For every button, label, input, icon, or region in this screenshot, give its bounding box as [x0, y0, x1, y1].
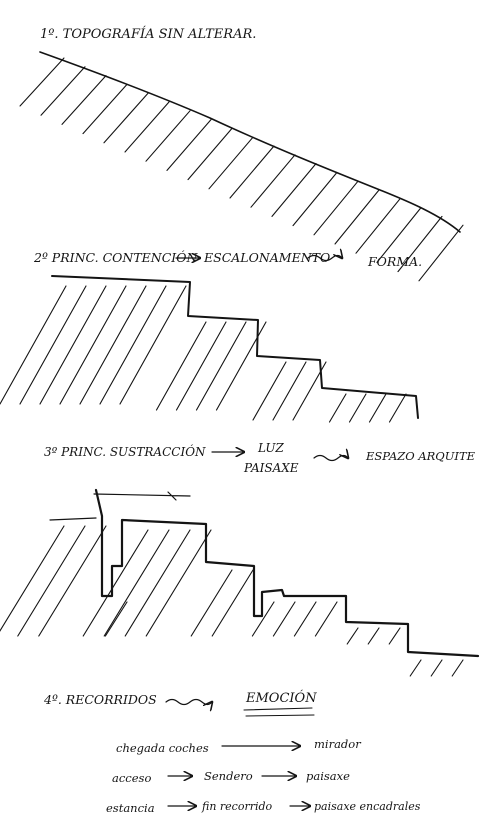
step-4-heading-row: 4º. RECORRIDOS EMOCIÓN: [43, 689, 317, 716]
flow-to: paisaxe encadrales: [314, 800, 421, 813]
step-3-target-line1: LUZ: [257, 441, 284, 455]
wavy-arrow-icon: [166, 700, 212, 705]
hatch-stroke: [188, 128, 232, 179]
hatch-stroke: [104, 93, 148, 143]
hatch-stroke: [100, 286, 166, 404]
step-2-arrow1-target: ESCALONAMENTO: [203, 250, 330, 265]
step-3-carved-section: [0, 490, 478, 676]
hatch-stroke: [209, 137, 253, 189]
step-3-heading-row: 3º PRINC. SUSTRACCIÓN LUZ PAISAXE ESPAZO…: [44, 441, 476, 475]
step-3-heading: 3º PRINC. SUSTRACCIÓN: [44, 443, 206, 459]
hatch-stroke: [0, 526, 64, 636]
hatch-stroke: [335, 190, 379, 244]
hatch-stroke: [330, 394, 347, 422]
step-2-heading-row: 2º PRINC. CONTENCIÓN ESCALONAMENTO FORMA…: [33, 249, 422, 269]
hatch-stroke: [20, 58, 64, 106]
hatch-stroke: [410, 660, 421, 676]
hatch-stroke: [230, 146, 274, 198]
flow-row: estancia fin recorrido paisaxe encadrale…: [106, 800, 421, 815]
step-1-slope-drawing: [20, 52, 463, 281]
step-2-arrow2-target: FORMA.: [367, 254, 422, 269]
hatch-stroke: [419, 225, 463, 281]
hatch-stroke: [62, 76, 106, 125]
step-2-heading: 2º PRINC. CONTENCIÓN: [33, 249, 198, 265]
flow-mid: Sendero: [204, 769, 253, 783]
hatch-stroke: [167, 120, 211, 171]
hatch-stroke: [293, 362, 326, 420]
hatch-stroke: [389, 628, 400, 644]
hatch-stroke: [41, 67, 85, 115]
flow-row: acceso Sendero paisaxe: [112, 769, 350, 785]
flow-row: chegada coches mirador: [116, 737, 362, 755]
step-1-heading: 1º. TOPOGRAFÍA SIN ALTERAR.: [40, 26, 256, 42]
hatch-stroke: [390, 394, 407, 422]
hatch-stroke: [191, 570, 232, 636]
step-3-target-line2: PAISAXE: [243, 461, 299, 475]
hatch-stroke: [197, 322, 247, 410]
flow-from: estancia: [106, 801, 155, 815]
hatch-stroke: [18, 526, 85, 636]
hatch-stroke: [20, 286, 86, 404]
flow-from: chegada coches: [116, 741, 209, 755]
hatch-stroke: [272, 164, 316, 217]
hatch-stroke: [105, 602, 127, 636]
hatch-stroke: [315, 602, 337, 636]
hatch-stroke: [125, 530, 190, 636]
hatch-stroke: [212, 570, 253, 636]
hatch-stroke: [104, 530, 169, 636]
hatch-stroke: [252, 602, 274, 636]
hatch-stroke: [356, 199, 400, 253]
underline-mark: [244, 708, 314, 716]
hatch-stroke: [157, 322, 207, 410]
hatch-stroke: [273, 362, 306, 420]
step-4-result: EMOCIÓN: [245, 689, 317, 706]
flow-to: mirador: [314, 737, 362, 751]
step-4-heading: 4º. RECORRIDOS: [43, 692, 157, 707]
hatch-stroke: [80, 286, 146, 404]
hatch-stroke: [350, 394, 367, 422]
hatch-stroke: [370, 394, 387, 422]
hatch-stroke: [431, 660, 442, 676]
hatch-stroke: [452, 660, 463, 676]
hatch-stroke: [217, 322, 267, 410]
hatch-stroke: [347, 628, 358, 644]
flow-to: paisaxe: [306, 769, 350, 783]
flow-mid: fin recorrido: [201, 800, 273, 813]
flow-from: acceso: [112, 771, 151, 785]
hatch-stroke: [294, 602, 316, 636]
hatch-stroke: [39, 526, 106, 636]
hatch-stroke: [40, 286, 106, 404]
hatch-stroke: [120, 286, 186, 404]
step-2-terraced-section: [0, 276, 418, 422]
hatch-stroke: [125, 102, 169, 152]
wavy-arrow-icon: [314, 456, 348, 461]
hatch-stroke: [83, 84, 127, 133]
hatch-stroke: [60, 286, 126, 404]
hatch-stroke: [177, 322, 227, 410]
hatch-stroke: [253, 362, 286, 420]
hatch-stroke: [146, 111, 190, 161]
hatch-stroke: [368, 628, 379, 644]
hatch-stroke: [314, 181, 358, 235]
hatch-stroke: [273, 602, 295, 636]
hatch-stroke: [0, 286, 66, 404]
hatch-stroke: [293, 172, 337, 225]
hatch-stroke: [251, 155, 295, 207]
step-3-arrow2-target: ESPAZO ARQUITE: [365, 449, 476, 463]
